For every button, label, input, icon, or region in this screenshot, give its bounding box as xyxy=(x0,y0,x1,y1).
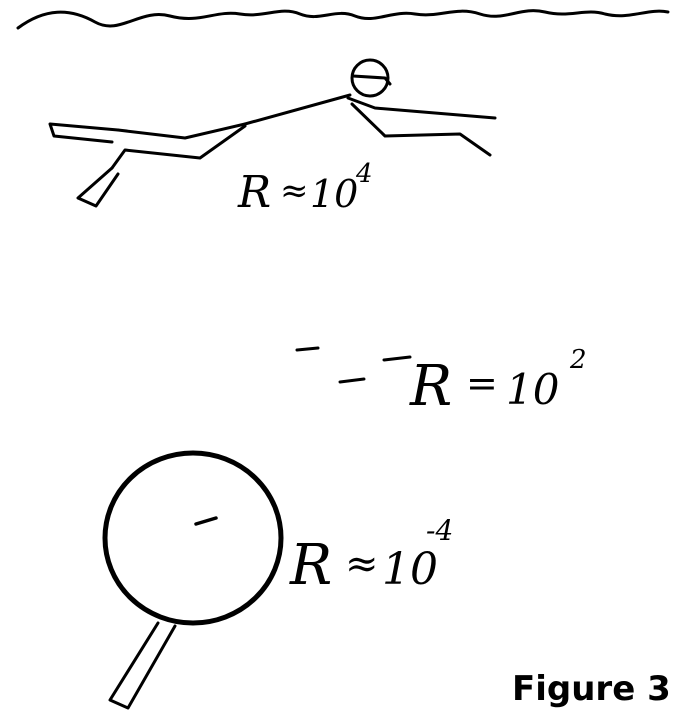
label-symbol: R xyxy=(289,533,332,598)
small-swimmer xyxy=(382,355,412,362)
swimmer-figure xyxy=(48,58,497,208)
lens xyxy=(102,450,284,626)
swimmer-head xyxy=(350,58,390,98)
reynolds-label-microscopic: R ≈ 10 -4 xyxy=(289,514,453,598)
swimmer-torso xyxy=(243,93,352,126)
figure-caption: Figure 3 xyxy=(512,669,671,709)
label-exponent: 2 xyxy=(569,345,587,375)
reynolds-label-swimmer: R ≈ 10 4 xyxy=(237,159,373,218)
label-relation: ≈ xyxy=(345,541,379,587)
small-swimmers xyxy=(295,346,412,384)
label-base: 10 xyxy=(382,544,438,595)
swimmer-lower-arm xyxy=(350,102,492,157)
swimmer-front-flipper xyxy=(76,166,120,208)
swimmer-upper-arm xyxy=(346,96,497,120)
label-base: 10 xyxy=(506,365,559,414)
swimmer-back-flipper xyxy=(48,122,120,144)
label-exponent: -4 xyxy=(426,514,453,547)
label-base: 10 xyxy=(310,172,358,216)
label-symbol: R xyxy=(409,354,452,419)
label-relation: ≈ xyxy=(280,171,309,211)
reynolds-label-small: R = 10 2 xyxy=(409,345,587,419)
swimmer-front-leg xyxy=(110,124,247,170)
label-exponent: 4 xyxy=(355,159,373,189)
small-swimmer xyxy=(338,377,366,384)
swimmer-goggles xyxy=(351,74,392,86)
micro-organism xyxy=(194,516,218,526)
magnifying-glass xyxy=(102,450,284,710)
water-surface-line xyxy=(16,9,670,30)
small-swimmer xyxy=(295,346,320,352)
handle xyxy=(108,621,177,710)
swimmer-back-leg xyxy=(116,122,247,140)
label-relation: = xyxy=(466,361,498,405)
label-symbol: R xyxy=(237,167,271,218)
